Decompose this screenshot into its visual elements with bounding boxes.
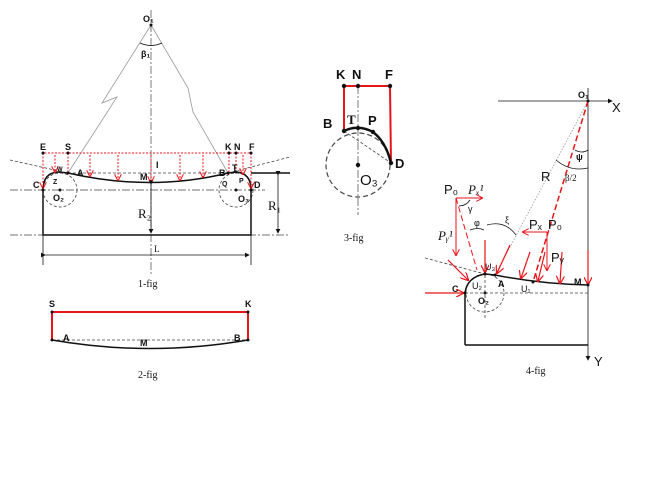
arc-BTPD bbox=[343, 126, 393, 164]
region-KNF bbox=[343, 85, 392, 164]
label-O2: O₂ bbox=[53, 193, 64, 203]
psi-arc bbox=[574, 149, 589, 153]
label-A: A bbox=[498, 279, 505, 289]
arc-AMB bbox=[51, 339, 249, 350]
label-B: B bbox=[323, 116, 332, 131]
radius-R bbox=[494, 100, 589, 276]
tangent-right bbox=[227, 156, 291, 174]
label-Py: Pᵧ bbox=[551, 250, 565, 265]
label-O1: O₁ bbox=[578, 90, 589, 100]
label-A: A bbox=[63, 333, 70, 343]
label-T: T bbox=[347, 112, 356, 127]
label-F: F bbox=[385, 67, 393, 82]
label-M: M bbox=[574, 277, 582, 287]
force-arrows bbox=[425, 198, 588, 293]
label-W: W bbox=[57, 167, 63, 173]
label-B: B bbox=[219, 168, 226, 178]
label-O3: O₃ bbox=[238, 194, 249, 204]
figure-3: K N F B T P D O₃ 3-fig bbox=[323, 67, 404, 244]
label-Px: Pₓ bbox=[529, 217, 543, 232]
caption-fig4: 4-fig bbox=[526, 366, 545, 377]
label-D: D bbox=[254, 180, 261, 190]
label-psi: ψ bbox=[576, 152, 583, 162]
label-Y: Y bbox=[594, 354, 603, 369]
label-O2: O₂ bbox=[478, 296, 489, 306]
caption-fig3: 3-fig bbox=[344, 233, 363, 244]
label-N: N bbox=[352, 67, 361, 82]
label-D: D bbox=[395, 156, 404, 171]
label-P0-right: P₀ bbox=[548, 217, 562, 232]
label-beta-half: β/2 bbox=[565, 173, 577, 183]
label-S: S bbox=[49, 299, 55, 309]
circle-O2 bbox=[42, 172, 78, 208]
label-U2: U₂ bbox=[472, 281, 482, 291]
caption-fig2: 2-fig bbox=[138, 370, 157, 381]
label-K: K bbox=[225, 142, 232, 152]
label-X: X bbox=[612, 100, 621, 115]
label-B: B bbox=[234, 333, 241, 343]
label-F: F bbox=[249, 142, 255, 152]
label-M: M bbox=[140, 172, 148, 182]
label-U3: U₃ bbox=[485, 262, 495, 272]
radius-line-left bbox=[67, 24, 152, 174]
label-R1: R₁ bbox=[268, 198, 281, 213]
label-P: P bbox=[368, 113, 377, 128]
label-K: K bbox=[245, 299, 252, 309]
caption-fig1: 1-fig bbox=[138, 279, 157, 290]
distributed-load-arrows bbox=[43, 155, 251, 188]
label-xi: ξ bbox=[505, 215, 509, 225]
label-R: R bbox=[541, 169, 550, 184]
circle-O3 bbox=[325, 132, 391, 198]
label-M: M bbox=[140, 338, 148, 348]
label-gamma: γ bbox=[468, 204, 473, 214]
figure-1: O₁ β₁ E S K N F A B C D M I T W Z P Q O₂… bbox=[9, 10, 291, 290]
label-U1: U₁ bbox=[521, 284, 531, 294]
label-Z: Z bbox=[53, 179, 58, 186]
circle-O3 bbox=[218, 172, 254, 208]
label-O1: O₁ bbox=[143, 14, 154, 24]
label-Py1: Pᵧ¹ bbox=[437, 228, 453, 243]
label-A: A bbox=[77, 168, 84, 178]
label-P: P bbox=[239, 178, 244, 185]
label-N: N bbox=[234, 142, 241, 152]
label-I: I bbox=[156, 160, 159, 170]
label-C: C bbox=[33, 180, 40, 190]
force-direction-P0 bbox=[532, 100, 589, 283]
label-E: E bbox=[40, 142, 46, 152]
label-T: T bbox=[232, 163, 238, 173]
label-O3: O₃ bbox=[360, 172, 378, 189]
figure-4: O₁ X Y R ψ β/2 P₀ Pₓ¹ Pᵧ¹ γ φ ξ Pₓ P₀ Pᵧ… bbox=[424, 88, 621, 377]
label-L: L bbox=[154, 244, 160, 254]
region-SK bbox=[51, 311, 249, 340]
label-Px1: Pₓ¹ bbox=[467, 182, 484, 197]
figure-2: S K A B M 2-fig bbox=[49, 299, 252, 381]
label-R2: R₂ bbox=[138, 206, 151, 221]
radius-line-right bbox=[150, 24, 229, 174]
label-beta1: β₁ bbox=[141, 49, 150, 59]
profile bbox=[42, 171, 252, 236]
label-K: K bbox=[336, 67, 346, 82]
beta-half-arc bbox=[555, 159, 589, 170]
label-phi: φ bbox=[474, 218, 480, 228]
label-P0-left: P₀ bbox=[444, 182, 458, 197]
label-C: C bbox=[452, 284, 459, 294]
label-S: S bbox=[65, 142, 71, 152]
label-Q: Q bbox=[222, 181, 228, 188]
circle-O2 bbox=[465, 273, 505, 313]
beta-arc bbox=[139, 42, 163, 46]
